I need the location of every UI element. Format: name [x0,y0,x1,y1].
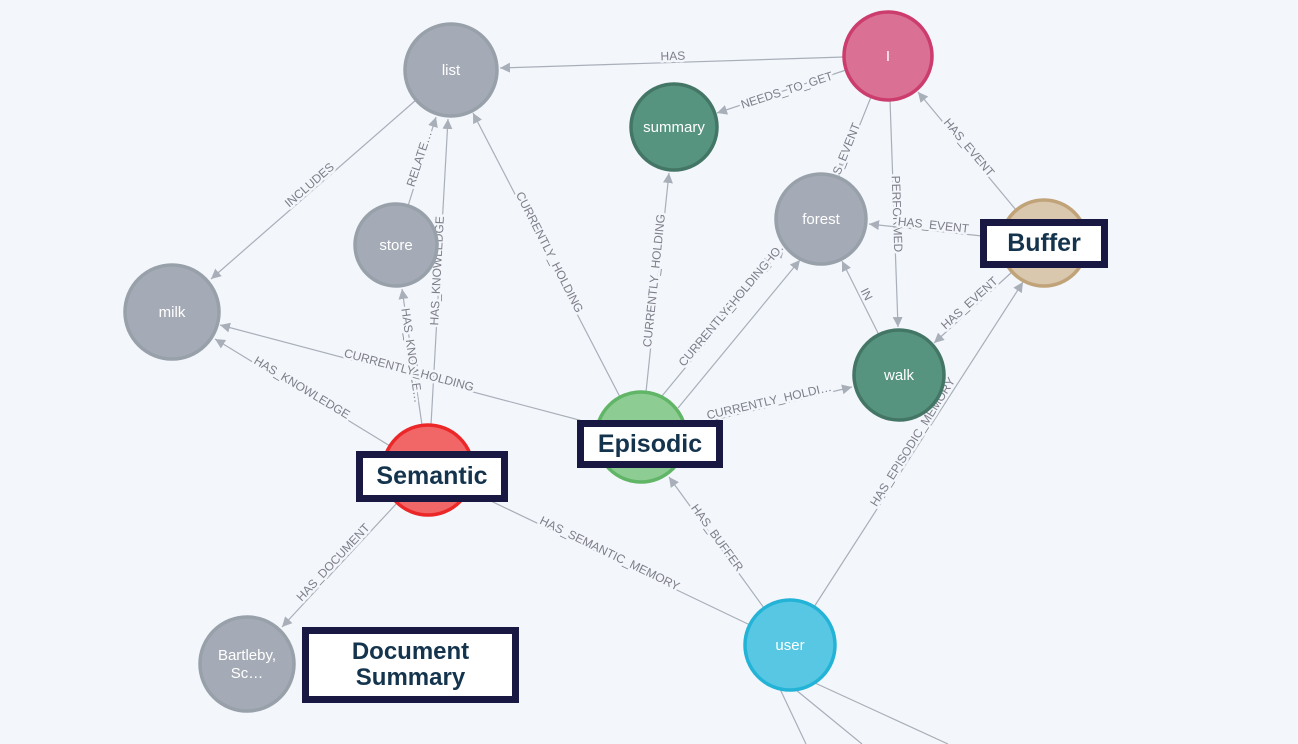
node-store-circle[interactable] [353,202,439,288]
node-store[interactable]: store [353,202,439,288]
edge-i-walk-label: PERFORMED [889,175,906,252]
node-forest-circle[interactable] [774,172,868,266]
edge-i-summary-label: NEEDS_TO_GET [739,69,835,112]
node-i[interactable]: I [842,10,934,102]
edge-list-milk-label: INCLUDES [282,160,337,210]
annotation-episodic: Episodic [577,420,723,468]
edge-user-buffer-line[interactable] [813,281,1024,608]
edge-episodic-summary-label: CURRENTLY_HOLDING [640,213,668,348]
edge-episodic-milk-line[interactable] [219,322,599,426]
edge-episodic-list-label: CURRENTLY_HOLDING [513,189,586,315]
edge-list-milk-line[interactable] [210,99,417,280]
node-user[interactable]: user [743,598,837,692]
annotation-document-summary-label: Document Summary [351,638,470,691]
edge-i-walk-line[interactable] [889,99,903,328]
node-summary[interactable]: summary [629,82,719,172]
edge-store-list-label: RELATE… [404,129,435,188]
edge-semantic-milk-line[interactable] [214,338,391,447]
edge-store-list: RELATE… [401,116,438,207]
edge-user-semantic-line[interactable] [471,491,751,626]
edge-episodic-forest-2: CURRENTLY_HOLDING [673,255,801,409]
edge-user-episodic-line[interactable] [668,476,765,609]
edge-i-list-line[interactable] [499,56,845,73]
edge-episodic-walk-label: CURRENTLY_HOLDI… [705,380,833,422]
annotation-document-summary: Document Summary [302,627,519,703]
node-forest[interactable]: forest [774,172,868,266]
edge-buffer-forest-label: HAS_EVENT [897,214,970,235]
edge-store-list-line[interactable] [407,116,438,207]
node-summary-circle[interactable] [629,82,719,172]
edge-semantic-milk-label: HAS_KNOWLEDGE [252,353,353,421]
edge-episodic-summary: CURRENTLY_HOLDING [638,172,673,393]
annotation-semantic: Semantic [356,451,508,502]
edge-buffer-i: HAS_EVENT [917,91,1017,211]
annotation-episodic-label: Episodic [597,429,703,458]
edge-user-episodic-label: HAS_BUFFER [688,501,746,574]
annotation-buffer-label: Buffer [1007,229,1081,257]
edge-episodic-forest-2-line[interactable] [677,259,801,409]
edge-i-summary: NEEDS_TO_GET [716,66,847,115]
edge-buffer-forest-line[interactable] [868,220,1002,239]
edge-user-episodic: HAS_BUFFER [668,476,765,609]
annotation-semantic-label: Semantic [376,462,488,490]
node-walk-circle[interactable] [852,328,946,422]
edge-semantic-store-label: HAS_KNOWLE… [398,307,425,403]
node-list-circle[interactable] [403,22,499,118]
edge-walk-forest-label: IN [858,286,876,303]
node-i-circle[interactable] [842,10,934,102]
edge-user-offscreen-3[interactable] [814,682,949,744]
edge-buffer-i-label: HAS_EVENT [941,116,998,180]
edge-walk-forest-line[interactable] [841,260,880,336]
edge-semantic-store-line[interactable] [398,288,423,426]
annotation-buffer: Buffer [980,219,1108,268]
node-milk-circle[interactable] [123,263,221,361]
edge-user-semantic-label: HAS_SEMANTIC_MEMORY [538,513,682,593]
edge-i-list-label: HAS [660,49,685,64]
edge-episodic-list: CURRENTLY_HOLDING [472,112,621,398]
edge-episodic-list-line[interactable] [472,112,621,398]
edge-buffer-i-line[interactable] [917,91,1017,211]
edge-semantic-document: HAS_DOCUMENT [281,502,398,628]
edge-buffer-walk-line[interactable] [933,271,1013,344]
edge-semantic-document-line[interactable] [281,502,398,628]
edge-semantic-list-line[interactable] [430,118,453,426]
edge-i-summary-line[interactable] [716,69,847,115]
edge-buffer-walk-label: HAS_EVENT [938,274,1001,333]
node-list[interactable]: list [403,22,499,118]
edge-episodic-summary-line[interactable] [645,172,673,393]
edge-user-offscreen-group [779,682,949,744]
edge-buffer-walk: HAS_EVENT [933,271,1013,344]
edge-i-forest-line[interactable] [839,96,872,175]
node-walk[interactable]: walk [852,328,946,422]
edge-user-offscreen-1[interactable] [779,688,807,744]
edge-i-list: HAS [499,46,845,73]
node-bartleby[interactable]: Bartleby, Sc… [198,615,296,713]
edge-user-offscreen-2[interactable] [795,689,863,744]
edge-semantic-document-label: HAS_DOCUMENT [294,520,373,604]
edge-i-walk: PERFORMED [886,99,908,328]
node-bartleby-circle[interactable] [198,615,296,713]
node-user-circle[interactable] [743,598,837,692]
edge-user-buffer: HAS_EPISODIC_MEMORY [813,281,1024,608]
node-milk[interactable]: milk [123,263,221,361]
edge-episodic-forest-1-line[interactable] [661,247,785,397]
edge-semantic-store: HAS_KNOWLE… [396,288,428,426]
edge-walk-forest: IN [841,260,880,336]
